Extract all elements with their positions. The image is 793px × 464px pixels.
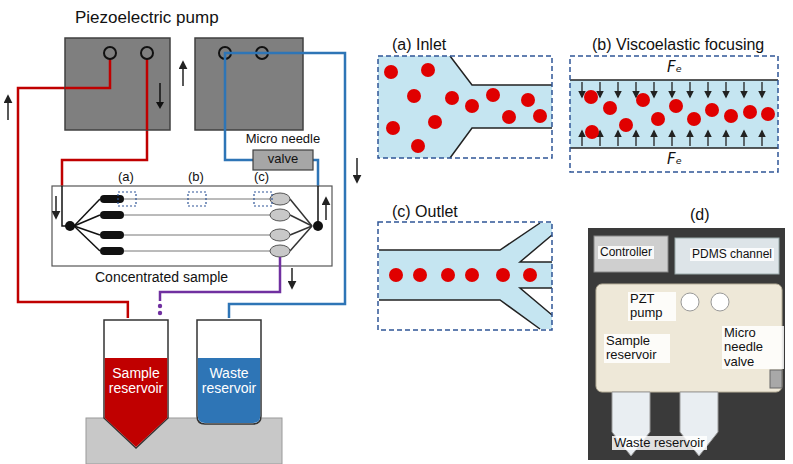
node-text: Piezoelectric pump [75, 8, 219, 28]
return-line [158, 257, 280, 315]
node-text: Sample reservoir [102, 366, 170, 397]
focusing-panel [570, 56, 778, 172]
panel-label: (b) [188, 170, 204, 185]
panel-label: Fₑ [667, 59, 682, 76]
panel-label: (c) [254, 170, 269, 185]
chip-drawing [52, 186, 332, 266]
node-text: Waste reservoir [195, 366, 263, 397]
pump-box: Piezoelectric pump [65, 38, 170, 130]
photo-label: Sample reservoir [604, 334, 670, 363]
node-text: valve [253, 152, 313, 167]
setup-photo [588, 228, 785, 460]
pump-shape [65, 38, 170, 130]
outlet-panel [378, 222, 552, 330]
panel-label: (d) [690, 206, 710, 224]
panel-label: (a) [118, 170, 134, 185]
sample-reservoir: Sample reservoir [102, 318, 170, 450]
panel-label: Concentrated sample [95, 269, 228, 285]
valve-box: Micro needlevalve [253, 150, 313, 170]
panel-label: Fₑ [667, 151, 682, 168]
photo-label: PDMS channel [690, 248, 774, 261]
panel-label: (c) Outlet [392, 203, 458, 221]
inlet-panel [378, 56, 552, 158]
flow-arrow [8, 62, 357, 288]
photo-label: Waste reservoir [612, 436, 707, 450]
waste-reservoir: Waste reservoir [195, 318, 263, 426]
photo-label: Micro needle valve [722, 326, 784, 369]
panel-label: (a) Inlet [392, 36, 446, 54]
node-text: Micro needle [246, 132, 320, 147]
panel-label: (b) Viscoelastic focusing [592, 36, 764, 54]
photo-label: Controller [598, 246, 654, 259]
tubing-connector [225, 53, 345, 318]
photo-label: PZT pump [628, 292, 676, 321]
